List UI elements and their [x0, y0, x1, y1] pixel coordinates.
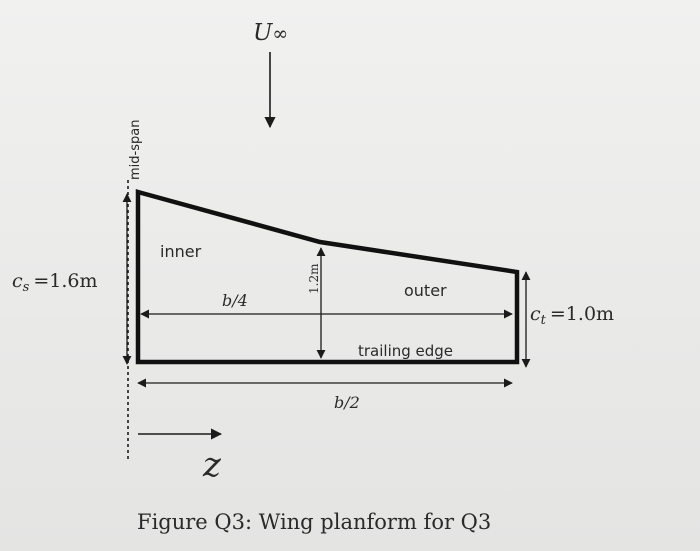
quarter-span-label: b/4 — [222, 291, 248, 310]
mid-chord-label: 1.2m — [307, 263, 321, 294]
half-span-label: b/2 — [334, 393, 360, 412]
wing-planform-outline — [135, 189, 520, 365]
root-chord-label: cs=1.6m — [12, 270, 97, 295]
z-axis-label: z — [202, 445, 222, 485]
trailing-edge-label: trailing edge — [358, 342, 453, 360]
outer-label: outer — [404, 281, 447, 300]
tip-chord-label: ct=1.0m — [530, 303, 614, 328]
mid-span-label: mid-span — [128, 120, 143, 180]
free-stream-label: U∞ — [253, 20, 288, 46]
inner-label: inner — [160, 242, 202, 261]
figure-caption: Figure Q3: Wing planform for Q3 — [137, 510, 491, 534]
